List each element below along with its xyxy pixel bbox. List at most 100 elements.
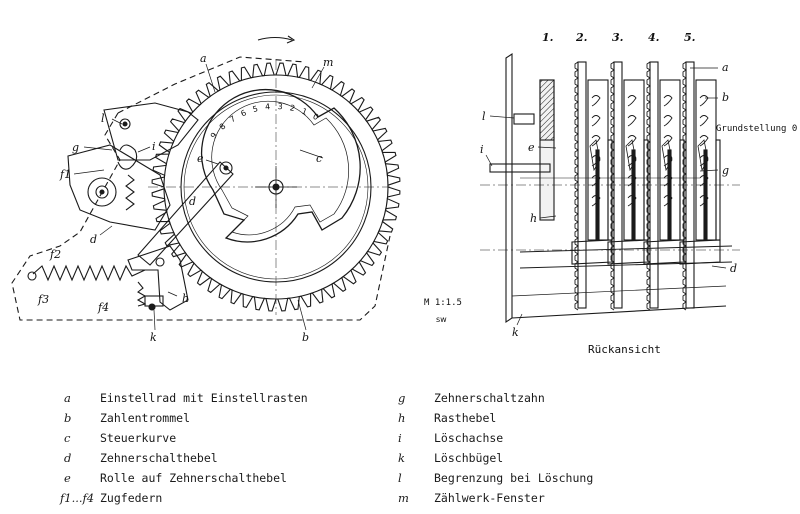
label-l-left: l [101, 112, 105, 125]
scale-label: M 1:1.5 [424, 298, 462, 308]
label-l-right: l [482, 110, 486, 123]
leader-d-right [711, 265, 727, 269]
leader-e [205, 159, 219, 165]
label-k-left: k [150, 331, 157, 344]
carry-shaft [667, 149, 672, 241]
legend-item: i Löschachse [398, 428, 593, 448]
drum-digit-mark [663, 95, 673, 107]
drum-digit-mark [663, 175, 673, 187]
legend-item: f1...f4 Zugfedern [60, 488, 308, 508]
rear-view-caption: Rückansicht [588, 343, 661, 356]
reset-bracket-pin [148, 303, 156, 311]
legend-key: a [64, 391, 71, 405]
drum-digit-mark [663, 155, 673, 167]
drum-digit-mark [591, 115, 601, 127]
leader-d-lower [99, 225, 113, 236]
limit-stop [513, 113, 535, 125]
drum-digit-mark [699, 95, 709, 107]
label-f1: f1 [59, 168, 71, 181]
drum-digit: 9 [209, 131, 219, 141]
drum-digit: 6 [239, 108, 247, 118]
legend-key: i [398, 431, 402, 445]
back-plate [505, 52, 513, 324]
reset-bar [519, 245, 733, 253]
label-m: m [323, 56, 333, 69]
drum-digit-mark [591, 175, 601, 187]
label-g-left: g [72, 141, 79, 154]
legend-item: k Löschbügel [398, 448, 593, 468]
side-view-labels: a m l g i f1 e c d d f2 f3 f4 h k b M 1:… [37, 52, 462, 344]
drum-digit-mark [591, 155, 601, 167]
lever-block [607, 239, 649, 265]
carry-tooth [697, 139, 709, 172]
leader-m [311, 66, 325, 89]
legend-key: h [398, 411, 406, 425]
wheel-teeth-strip [682, 61, 687, 311]
column-1-header: 1. [542, 31, 554, 44]
drum-digit-mark [699, 135, 709, 147]
label-e-left: e [197, 152, 204, 165]
limit-screw [119, 118, 131, 130]
column-5-header: 5. [684, 31, 696, 44]
drum-digit-mark [699, 155, 709, 167]
legend-text: Löschachse [434, 431, 504, 445]
housing-outline [11, 56, 391, 321]
label-b-right: b [722, 91, 729, 104]
reset-shaft-ring [95, 185, 109, 199]
detent-lever [127, 245, 189, 311]
spring-f1 [125, 174, 135, 211]
label-g-right: g [722, 164, 729, 177]
tens-carry-plate [67, 144, 171, 231]
legend-key: d [64, 451, 72, 465]
label-h-left: h [182, 292, 189, 305]
drum-digit-mark [591, 135, 601, 147]
limit-screw-center [122, 121, 128, 127]
legend-text: Zugfedern [100, 491, 163, 505]
carry-tooth-gear [117, 144, 138, 170]
leader-h-right [539, 215, 557, 219]
label-c: c [316, 152, 322, 165]
drum-digit: 5 [252, 104, 259, 114]
column-2-header: 2. [575, 31, 588, 44]
drum-digit: 1 [300, 107, 308, 117]
spring-f2-f3 [32, 264, 146, 282]
drum-digit: 7 [228, 114, 237, 124]
upper-bracket [103, 102, 199, 161]
rear-view-labels: 1. 2. 3. 4. 5. a b l i e h g d k Grundst… [480, 31, 797, 356]
column-3-header: 3. [612, 31, 624, 44]
lever-roller-pin [223, 165, 229, 171]
leader-l-right [489, 115, 515, 119]
drum-digit-mark [627, 95, 637, 107]
label-d-lower: d [90, 233, 97, 246]
leader-l [111, 118, 123, 125]
legend-key: k [398, 451, 405, 465]
leader-h [167, 291, 178, 297]
label-f2: f2 [49, 248, 61, 261]
drum-digit-mark [627, 195, 637, 207]
leader-k-right [516, 313, 523, 326]
wheel-teeth-strip [610, 61, 615, 311]
drum-digit-mark [699, 175, 709, 187]
legend-key: f1...f4 [60, 491, 95, 505]
rotation-arrowhead [286, 35, 296, 44]
reset-shaft-wheel [87, 177, 117, 207]
base-plate-inner [511, 285, 727, 297]
legend-key: m [398, 491, 409, 505]
leader-g-right [699, 169, 719, 172]
drum-digit-mark [663, 115, 673, 127]
drum-digit-mark [663, 135, 673, 147]
reset-shaft-center [99, 189, 105, 195]
drum-digit: 4 [265, 102, 271, 111]
control-cam [200, 88, 361, 243]
legend-text: Löschbügel [434, 451, 504, 465]
leader-f1 [73, 169, 105, 175]
drum-digit-mark [591, 95, 601, 107]
